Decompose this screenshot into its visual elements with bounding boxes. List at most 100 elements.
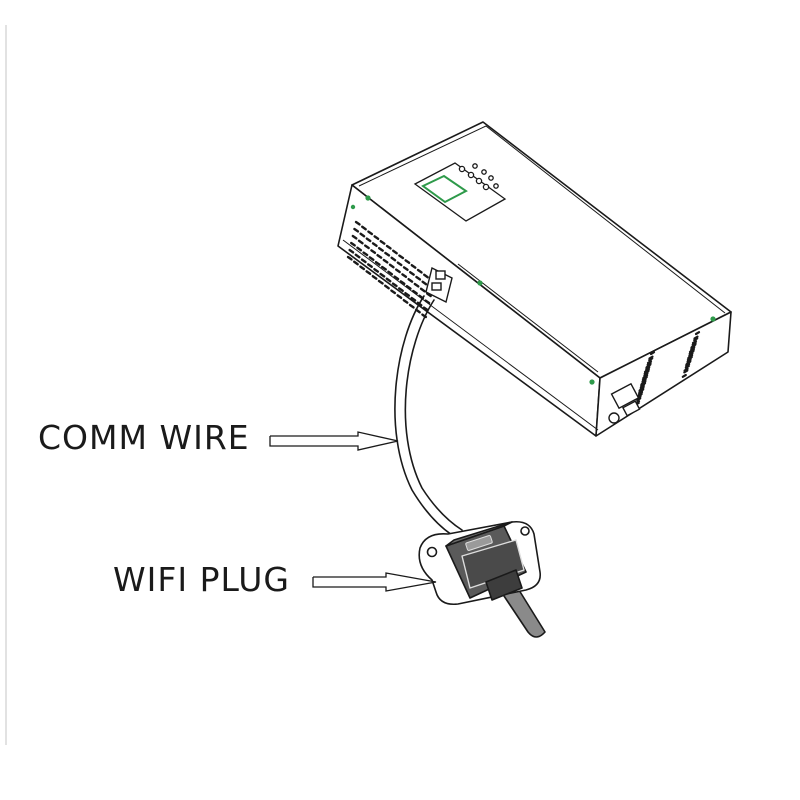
vent-slot bbox=[408, 303, 415, 309]
front-ports bbox=[608, 382, 641, 424]
screw-icon bbox=[477, 280, 483, 286]
vent-slot bbox=[348, 248, 355, 254]
vent-slot bbox=[689, 349, 695, 354]
vent-slot bbox=[644, 368, 651, 372]
plug-collar bbox=[485, 569, 523, 601]
vent-slot bbox=[421, 280, 428, 286]
vent-slot bbox=[364, 244, 370, 250]
vent-slot bbox=[648, 355, 654, 360]
vent-slot bbox=[378, 246, 384, 252]
vent-slot bbox=[384, 284, 390, 290]
key-icon bbox=[475, 177, 483, 185]
screw-icon bbox=[365, 195, 371, 201]
vent-slot bbox=[639, 386, 645, 391]
key-icon bbox=[481, 169, 487, 175]
vent-slot bbox=[642, 375, 648, 380]
vent-slot bbox=[693, 335, 699, 340]
vent-slot bbox=[357, 239, 364, 245]
port-block bbox=[610, 382, 640, 410]
mounting-screws bbox=[350, 195, 716, 385]
comm-wire-label: COMM WIRE bbox=[38, 418, 250, 457]
vent-slot bbox=[392, 249, 398, 255]
vent-slot bbox=[419, 287, 426, 293]
vent-slot bbox=[359, 232, 366, 238]
vent-slot bbox=[360, 258, 367, 264]
vent-slot bbox=[395, 268, 401, 274]
plug-body-top bbox=[445, 521, 513, 547]
vent-slot bbox=[362, 251, 369, 257]
vent-slot bbox=[396, 294, 403, 299]
vent-slot bbox=[637, 392, 643, 397]
vent-slot bbox=[694, 331, 701, 336]
vent-slot bbox=[642, 374, 649, 379]
vent-slot bbox=[361, 225, 367, 231]
vent-slot bbox=[370, 249, 377, 255]
key-icon bbox=[493, 183, 499, 189]
vent-slot bbox=[368, 256, 375, 261]
vent-slot bbox=[353, 260, 359, 266]
led-indicator-icon bbox=[465, 535, 493, 551]
vent-slot bbox=[687, 355, 693, 360]
vent-slot bbox=[686, 360, 692, 365]
port-block bbox=[621, 400, 641, 417]
comm-wire bbox=[394, 295, 463, 536]
vent-slot bbox=[381, 265, 387, 271]
vent-slot bbox=[636, 397, 642, 402]
inverter-top-bevel bbox=[358, 125, 726, 314]
wifi-plug-label: WIFI PLUG bbox=[113, 560, 290, 599]
vent-slot bbox=[687, 354, 694, 359]
vent-slot bbox=[367, 230, 374, 236]
vent-slot bbox=[424, 299, 431, 305]
vent-slot bbox=[690, 346, 696, 351]
vent-slot bbox=[415, 275, 422, 281]
vent-slot bbox=[354, 253, 361, 259]
vent-slot bbox=[391, 282, 398, 288]
vent-slot bbox=[387, 270, 394, 276]
vent-slot bbox=[645, 366, 651, 371]
vent-slot bbox=[689, 348, 696, 352]
vent-slot bbox=[374, 261, 381, 266]
plug-face bbox=[461, 539, 525, 589]
vent-slot bbox=[385, 277, 392, 283]
vent-slot bbox=[404, 292, 411, 297]
screw-icon bbox=[710, 316, 716, 322]
vent-slot bbox=[423, 273, 429, 279]
vent-slot bbox=[639, 384, 645, 389]
flange-hole-icon bbox=[520, 526, 530, 536]
vent-slot bbox=[686, 358, 692, 363]
vent-slot bbox=[390, 256, 397, 262]
vent-slot bbox=[398, 254, 405, 260]
key-icon bbox=[467, 171, 475, 179]
vent-slot bbox=[681, 373, 687, 378]
vent-slot bbox=[398, 287, 404, 292]
vent-slot bbox=[402, 299, 409, 304]
front-vent-grille bbox=[633, 331, 701, 411]
vent-slot bbox=[382, 258, 389, 264]
vent-slot bbox=[693, 337, 699, 342]
vent-slot bbox=[384, 251, 391, 257]
vent-slot bbox=[404, 259, 411, 264]
comm-wire-arrow bbox=[269, 431, 399, 451]
vent-slot bbox=[649, 351, 656, 356]
plug-stem bbox=[495, 581, 546, 638]
vent-slot bbox=[639, 388, 645, 393]
wifi-plug-arrow bbox=[312, 572, 437, 592]
inverter-bottom-rim bbox=[342, 239, 599, 431]
vent-slot bbox=[356, 246, 363, 252]
lcd-screen-icon bbox=[421, 174, 468, 204]
vent-slot bbox=[683, 369, 689, 374]
vent-slot bbox=[367, 263, 373, 268]
vent-slot bbox=[637, 391, 644, 396]
vent-slot bbox=[684, 364, 690, 369]
vent-slot bbox=[640, 382, 647, 387]
vent-slot bbox=[691, 341, 697, 346]
vent-slot bbox=[646, 363, 652, 368]
wifi-plug-icon bbox=[418, 520, 546, 638]
control-panel bbox=[413, 162, 507, 222]
vent-slot bbox=[376, 253, 383, 259]
vent-slot bbox=[402, 266, 409, 271]
vent-slot bbox=[641, 378, 647, 383]
vent-slot bbox=[399, 280, 406, 285]
vent-slot bbox=[371, 275, 378, 280]
